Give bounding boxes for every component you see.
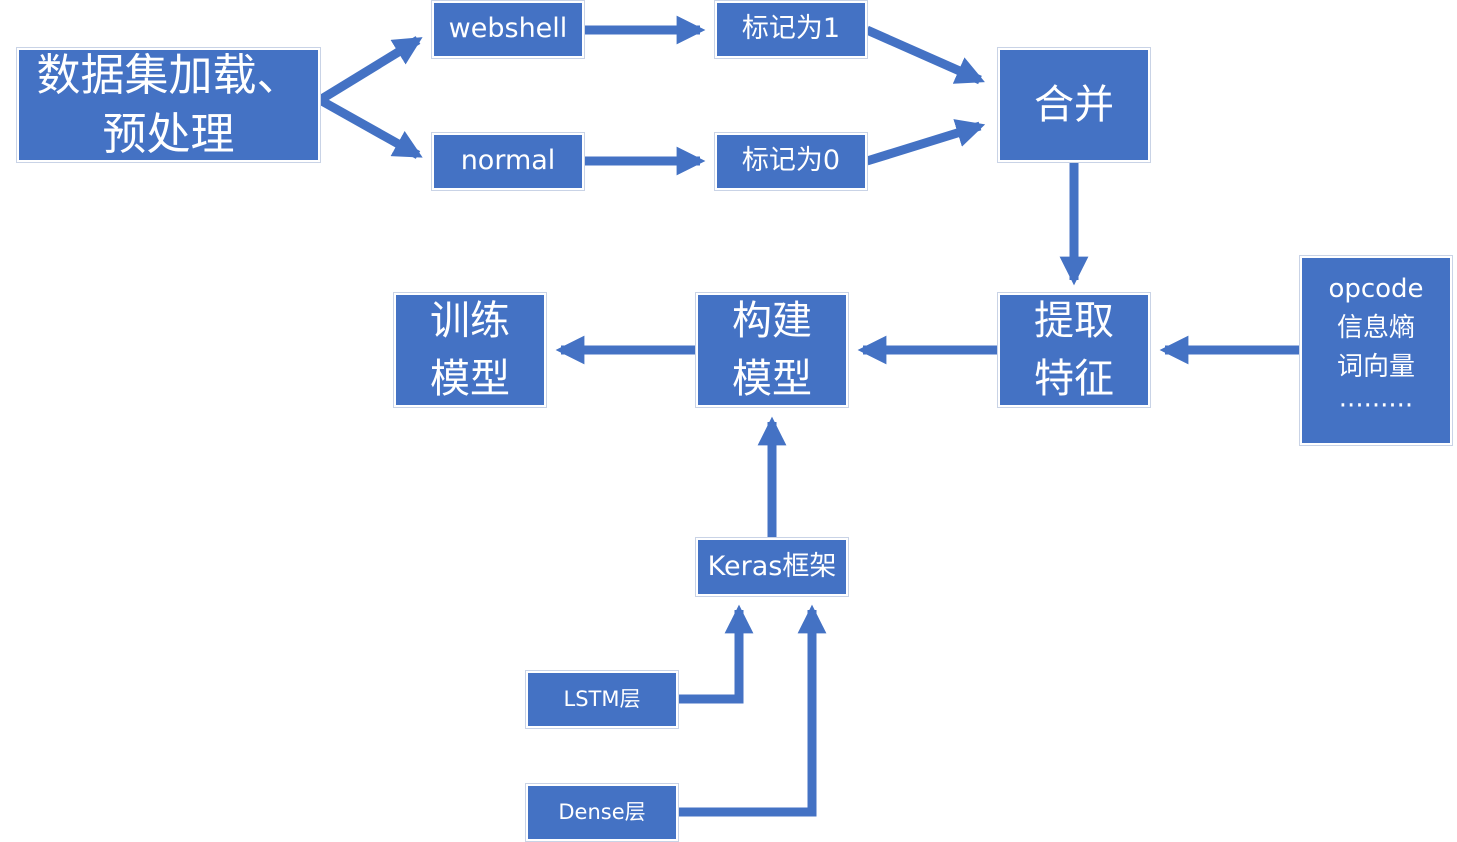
node-build-model: 构建 模型 bbox=[695, 292, 849, 408]
node-label-1: 标记为1 bbox=[714, 0, 868, 59]
edge-lstm-keras bbox=[678, 604, 754, 704]
node-extract-features: 提取 特征 bbox=[997, 292, 1151, 408]
node-label-0: 标记为0 bbox=[714, 132, 868, 191]
edge-load-normal bbox=[317, 96, 423, 159]
node-normal: normal bbox=[431, 132, 585, 191]
edge-label1-merge bbox=[865, 25, 985, 85]
edge-label0-merge bbox=[865, 119, 986, 166]
edge-load-webshell bbox=[317, 36, 423, 104]
node-keras-framework: Keras框架 bbox=[695, 537, 849, 597]
node-feature-sources: opcode 信息熵 词向量 ········· bbox=[1299, 255, 1453, 446]
node-train-model: 训练 模型 bbox=[393, 292, 547, 408]
node-lstm-layer: LSTM层 bbox=[525, 670, 679, 729]
edge-dense-keras bbox=[678, 604, 827, 817]
node-merge: 合并 bbox=[997, 47, 1151, 163]
node-data-loading: 数据集加载、 预处理 bbox=[16, 47, 321, 163]
node-webshell: webshell bbox=[431, 0, 585, 59]
node-dense-layer: Dense层 bbox=[525, 783, 679, 842]
